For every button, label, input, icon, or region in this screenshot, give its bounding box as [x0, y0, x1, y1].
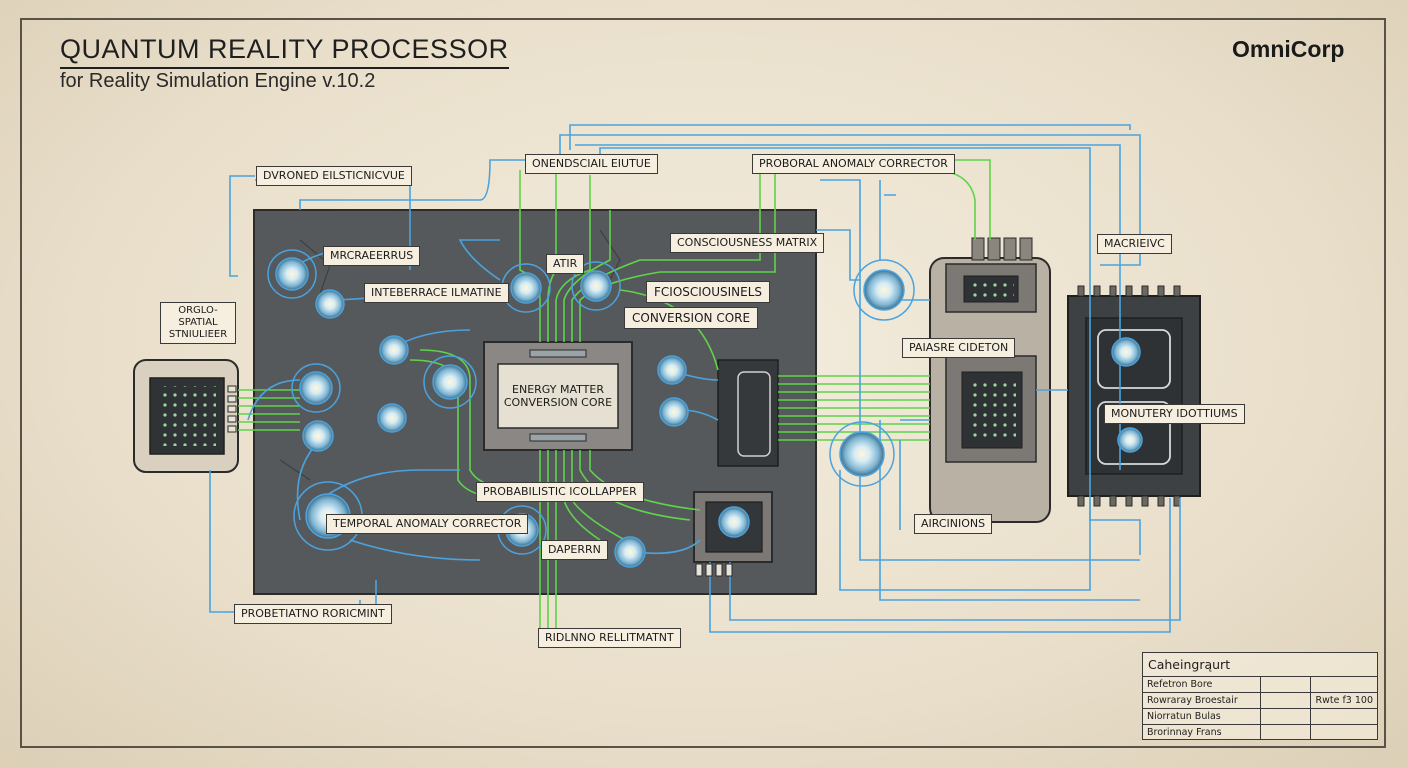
blueprint-border — [20, 18, 1386, 748]
quantum-node — [432, 364, 468, 400]
label-ridlnno: RIDLNNO RELLITMATNT — [538, 628, 681, 648]
legend-cell: Rowraray Broestair — [1143, 692, 1261, 709]
inner-chip — [717, 359, 779, 467]
quantum-node — [302, 420, 334, 452]
page-title: QUANTUM REALITY PROCESSOR — [60, 34, 509, 69]
quantum-node — [657, 355, 687, 385]
legend-cell: Brorinnay Frans — [1143, 724, 1261, 740]
core-label: ENERGY MATTER CONVERSION CORE — [503, 383, 613, 409]
quantum-node — [863, 269, 905, 311]
legend-cell — [1260, 724, 1312, 740]
label-orglo-spatial: ORGLO-SPATIAL STNIULIEER — [160, 302, 236, 344]
energy-matter-core-screen — [497, 363, 619, 429]
page-subtitle: for Reality Simulation Engine v.10.2 — [60, 70, 376, 92]
legend-cell — [1310, 708, 1377, 725]
label-temporal: TEMPORAL ANOMALY CORRECTOR — [326, 514, 529, 534]
label-fcioscious: FCIOSCIOUSINELS — [646, 281, 771, 303]
quantum-node — [718, 506, 750, 538]
quantum-node — [1111, 337, 1141, 367]
label-conversion-core: CONVERSION CORE — [624, 307, 759, 329]
label-dvronedeil: DVRONED EILSTICNICVUE — [256, 166, 412, 186]
legend-rows: Refetron Bore Rowraray Broestair Rwte f3… — [1143, 676, 1377, 740]
quantum-node — [377, 403, 407, 433]
label-paiasre: PAIASRE CIDETON — [902, 338, 1016, 358]
legend-row: Refetron Bore — [1143, 676, 1377, 693]
legend-cell — [1310, 676, 1377, 693]
legend-title: Caheingrąurt — [1148, 657, 1231, 672]
label-onendsciaal: ONENDSCIAIL EIUTUE — [525, 154, 658, 174]
connector-pins — [227, 385, 733, 577]
legend-cell: Refetron Bore — [1143, 676, 1261, 693]
quantum-node — [839, 431, 885, 477]
label-probdral: PROBORAL ANOMALY CORRECTOR — [752, 154, 955, 174]
legend-cell: Rwte f3 100 — [1310, 692, 1377, 709]
label-interference: INTEBERRACE ILMATINE — [364, 283, 509, 303]
legend-cell: Niorratun Bulas — [1143, 708, 1261, 725]
quantum-node — [614, 536, 646, 568]
label-probetiatno: PROBETIATNO RORICMINT — [234, 604, 392, 624]
label-consciousness-matrix: CONSCIOUSNESS MATRIX — [670, 233, 825, 253]
quantum-node — [659, 397, 689, 427]
quantum-node — [1117, 427, 1143, 453]
quantum-node — [275, 257, 309, 291]
label-macrienc: MACRIEIVC — [1097, 234, 1172, 254]
legend-table: Caheingrąurt Refetron Bore Rowraray Broe… — [1142, 652, 1378, 740]
quantum-node — [580, 270, 612, 302]
label-probabilistic: PROBABILISTIC ICOLLAPPER — [476, 482, 644, 502]
label-aircinions: AIRCINIONS — [914, 514, 993, 534]
legend-cell — [1260, 692, 1312, 709]
quantum-node — [299, 371, 333, 405]
brand-logo-text: OmniCorp — [1232, 36, 1345, 62]
legend-row: Niorratun Bulas — [1143, 708, 1377, 725]
label-mrcraeerrus: MRCRAEERRUS — [323, 246, 421, 266]
quantum-node — [510, 272, 542, 304]
label-atir: ATIR — [546, 254, 585, 274]
legend-cell — [1260, 708, 1312, 725]
legend-cell — [1260, 676, 1312, 693]
quantum-node — [379, 335, 409, 365]
legend-row: Rowraray Broestair Rwte f3 100 — [1143, 692, 1377, 709]
legend-row: Brorinnay Frans — [1143, 724, 1377, 740]
label-daperrn: DAPERRN — [541, 540, 608, 560]
legend-cell — [1310, 724, 1377, 740]
quantum-node — [315, 289, 345, 319]
label-monutery: MONUTERY IDOTTIUMS — [1104, 404, 1245, 424]
